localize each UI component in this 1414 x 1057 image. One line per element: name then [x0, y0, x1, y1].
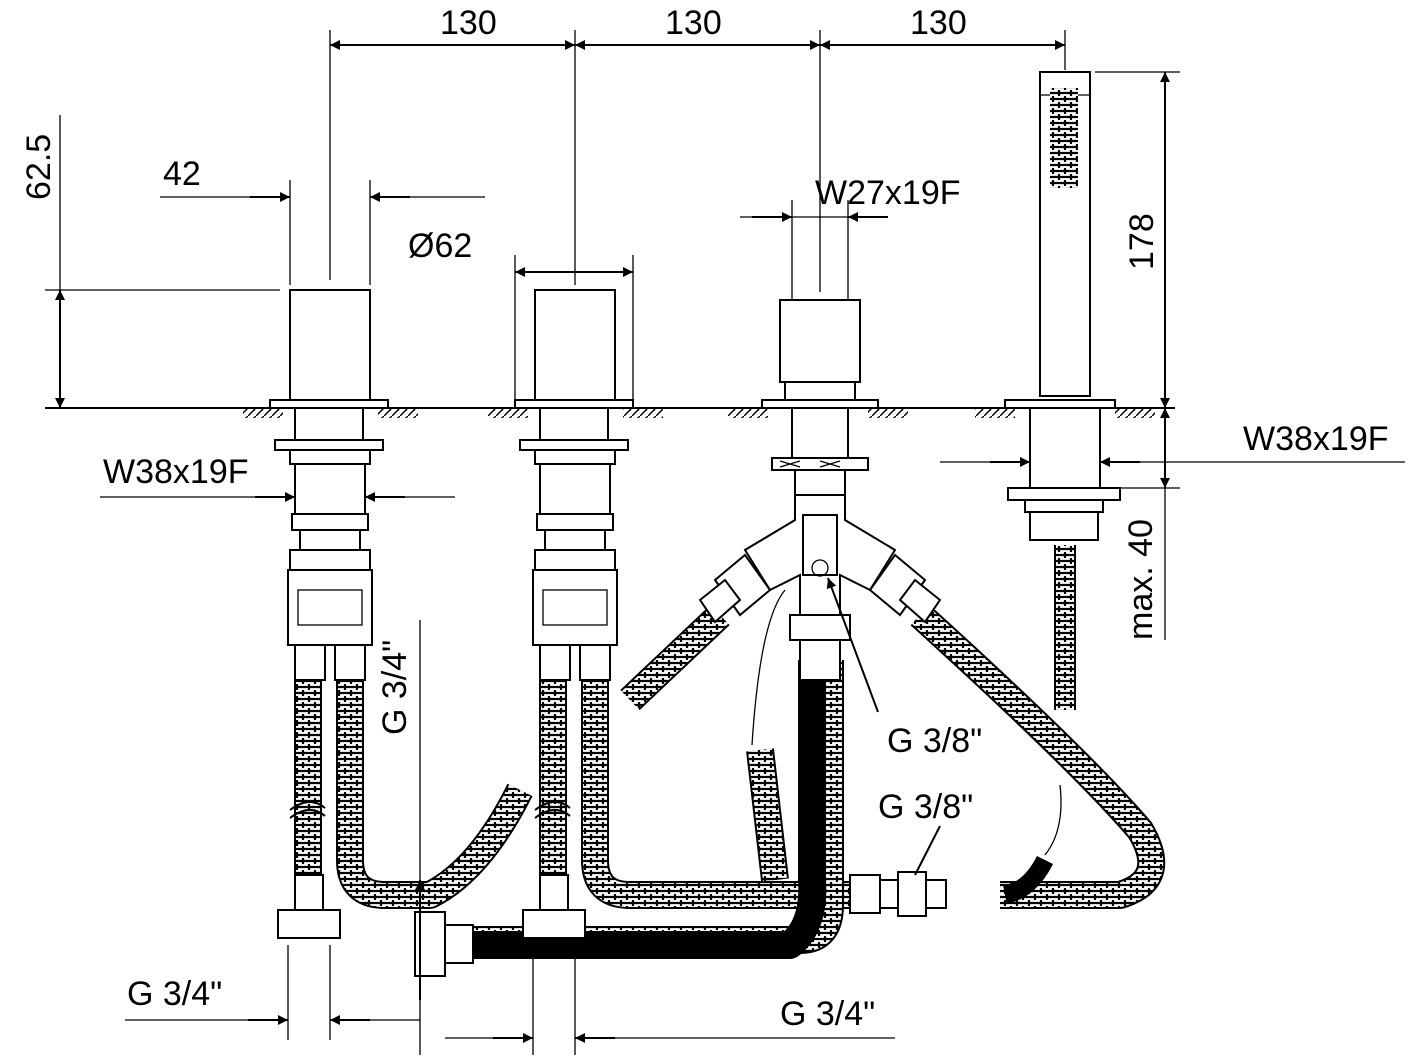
hoses — [294, 545, 1166, 959]
dim-spacing-3: 130 — [910, 4, 967, 42]
dim-width-body: 42 — [163, 155, 201, 193]
deck-surface — [45, 407, 1175, 418]
dim-connection-vertical: G 3/4" — [376, 640, 414, 735]
dim-height-body: 62.5 — [20, 134, 58, 200]
dim-connection-hose: G 3/8" — [878, 788, 973, 826]
break-marks — [289, 801, 571, 819]
left-valve — [269, 289, 389, 939]
dim-spacing-1: 130 — [440, 4, 497, 42]
dim-connection-right-bottom: G 3/4" — [780, 995, 875, 1033]
dim-thread-diverter: W27x19F — [815, 174, 961, 212]
dim-height-handshower: 178 — [1123, 213, 1161, 270]
supply-connector — [414, 911, 474, 977]
hose-connector — [849, 871, 947, 917]
dim-connection-left-bottom: G 3/4" — [127, 975, 222, 1013]
dim-max-depth: max. 40 — [1122, 519, 1160, 640]
handshower — [1004, 71, 1121, 541]
diverter — [698, 299, 942, 681]
dim-spacing-2: 130 — [665, 4, 722, 42]
dimension-lines — [45, 30, 1405, 1055]
dim-thread-right: W38x19F — [1243, 420, 1389, 458]
dim-thread-left: W38x19F — [103, 453, 249, 491]
dimension-labels: 130 130 130 62.5 42 Ø62 W27x19F 178 W38x… — [20, 4, 1389, 1033]
dim-diameter-spout: Ø62 — [408, 227, 472, 265]
middle-valve — [514, 289, 634, 939]
dim-connection-diverter: G 3/8" — [887, 722, 982, 760]
